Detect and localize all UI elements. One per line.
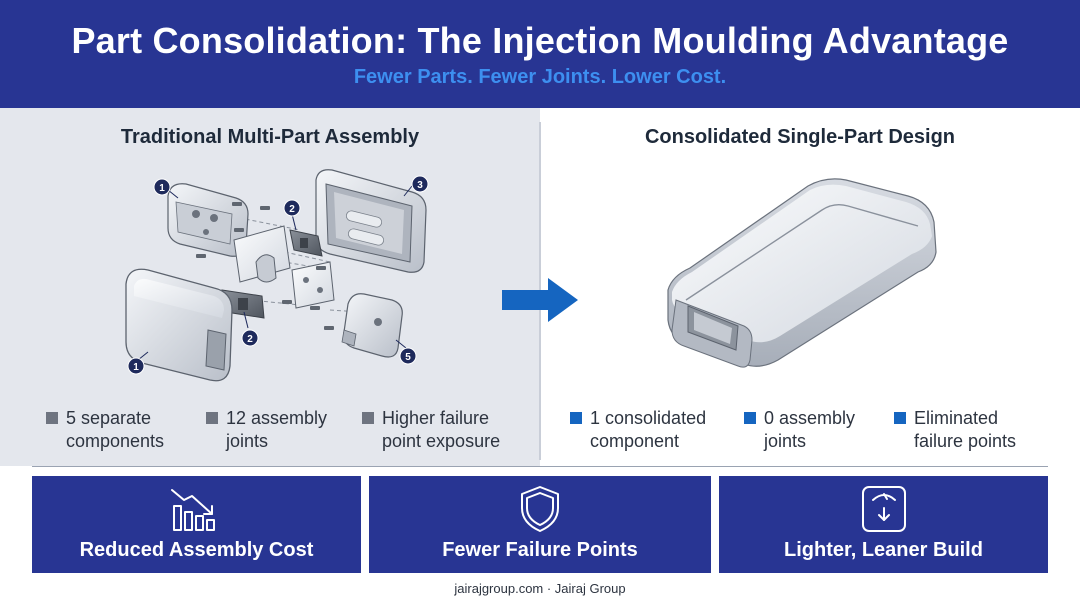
card-label: Reduced Assembly Cost bbox=[79, 539, 314, 561]
bar-chart-down-icon bbox=[171, 489, 215, 531]
callout-number: 1 bbox=[133, 362, 139, 373]
arrow-right-icon bbox=[502, 278, 578, 322]
stat-bullet bbox=[894, 412, 906, 424]
stat-bullet bbox=[362, 412, 374, 424]
footer-credit: jairajgroup.com · Jairaj Group bbox=[454, 581, 626, 596]
callout-number: 2 bbox=[289, 204, 295, 215]
stat-text: 5 separate components bbox=[66, 408, 165, 451]
page-title: Part Consolidation: The Injection Mouldi… bbox=[71, 20, 1009, 61]
card-fewer-failure-points: Fewer Failure Points bbox=[369, 476, 711, 573]
stat-text: Eliminated failure points bbox=[914, 408, 1017, 451]
stat-text: 1 consolidated component bbox=[590, 408, 707, 451]
stat-consolidated-component: 1 consolidated component bbox=[570, 407, 740, 455]
stat-assembly-joints: 12 assembly joints bbox=[206, 407, 356, 455]
header-banner: Part Consolidation: The Injection Mouldi… bbox=[0, 0, 1080, 108]
callout-number: 5 bbox=[405, 352, 411, 363]
shield-icon bbox=[521, 486, 559, 532]
stat-bullet bbox=[46, 412, 58, 424]
part-end-cap bbox=[341, 293, 403, 358]
part-housing-open bbox=[315, 169, 427, 273]
stat-failure-exposure: Higher failure point exposure bbox=[362, 407, 532, 455]
stat-bullet bbox=[206, 412, 218, 424]
page-subtitle: Fewer Parts. Fewer Joints. Lower Cost. bbox=[353, 66, 727, 88]
stat-text: 12 assembly joints bbox=[226, 408, 328, 451]
card-label: Lighter, Leaner Build bbox=[784, 539, 983, 561]
card-lighter-leaner-build: Lighter, Leaner Build bbox=[719, 476, 1048, 573]
part-bracket bbox=[291, 261, 335, 309]
callout-badge: 3 bbox=[411, 175, 429, 193]
callout-badge: 1 bbox=[127, 357, 145, 375]
part-housing-small bbox=[167, 183, 249, 257]
callout-badge: 5 bbox=[399, 347, 417, 365]
stat-zero-joints: 0 assembly joints bbox=[744, 407, 884, 455]
callout-number: 2 bbox=[247, 334, 253, 345]
part-latch-dark bbox=[289, 229, 323, 257]
stat-text: Higher failure point exposure bbox=[382, 408, 501, 451]
part-plate bbox=[233, 225, 291, 283]
stat-separate-components: 5 separate components bbox=[46, 407, 216, 455]
stat-bullet bbox=[744, 412, 756, 424]
weighing-scale-icon bbox=[862, 486, 906, 532]
callout-number: 3 bbox=[417, 180, 423, 191]
stat-text: 0 assembly joints bbox=[764, 408, 856, 451]
callout-badge: 2 bbox=[283, 199, 301, 217]
card-label: Fewer Failure Points bbox=[442, 539, 638, 561]
callout-badge: 2 bbox=[241, 329, 259, 347]
screw-icons bbox=[196, 202, 334, 330]
callout-badge: 1 bbox=[153, 178, 171, 196]
left-panel bbox=[0, 108, 540, 466]
callout-number: 1 bbox=[159, 183, 165, 194]
left-panel-title: Traditional Multi-Part Assembly bbox=[120, 126, 420, 148]
stat-eliminated-failure: Eliminated failure points bbox=[894, 407, 1044, 455]
card-reduced-assembly-cost: Reduced Assembly Cost bbox=[32, 476, 361, 573]
part-long-body bbox=[125, 268, 233, 382]
consolidated-part bbox=[667, 178, 937, 368]
exploded-assembly bbox=[125, 169, 427, 382]
section-divider bbox=[32, 466, 1048, 467]
right-panel-title: Consolidated Single-Part Design bbox=[644, 126, 956, 148]
stat-bullet bbox=[570, 412, 582, 424]
